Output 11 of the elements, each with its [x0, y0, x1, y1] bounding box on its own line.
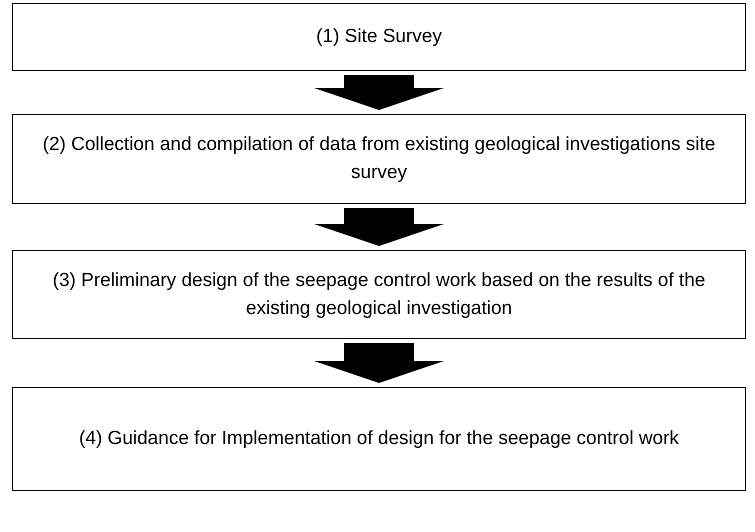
process-box — [12, 3, 746, 71]
process-box — [12, 250, 746, 339]
step-text: (3) Preliminary design of the seepage control work based on the results of the existing geological investigation — [52, 268, 706, 320]
step-text: (2) Collection and compilation of data from existing geological investigations site survey — [42, 133, 716, 185]
step-text: (4) Guidance for Implementation of design for the seepage control work — [78, 427, 680, 452]
process-box — [12, 114, 746, 204]
block-arrow — [314, 208, 444, 246]
block-arrow — [314, 75, 444, 110]
process-box — [12, 387, 746, 491]
step-text: (1) Site Survey — [315, 25, 443, 50]
block-arrow — [314, 343, 444, 383]
